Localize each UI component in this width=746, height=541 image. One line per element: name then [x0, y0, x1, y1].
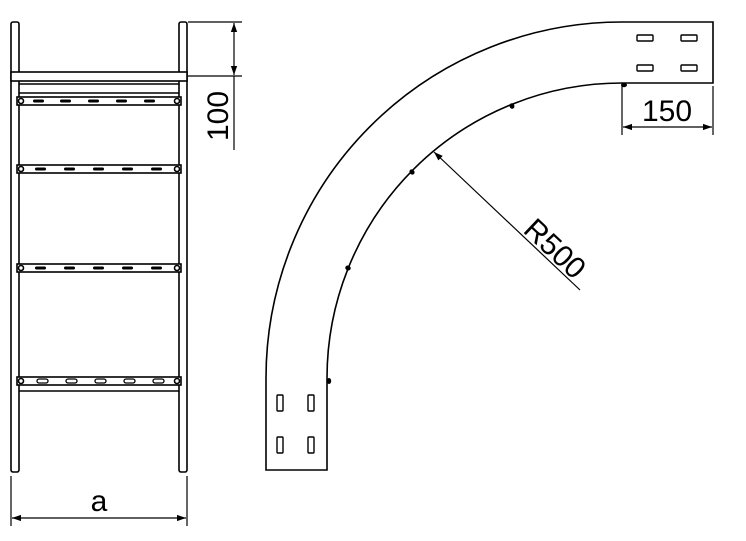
ladder-rung [16, 263, 182, 273]
radius-dimension [433, 151, 581, 291]
ladder-rung [16, 164, 182, 174]
flange-slots-top [636, 34, 698, 72]
ladder-rung [16, 92, 182, 106]
flange-dimension [621, 86, 714, 135]
bend-outline [265, 21, 714, 471]
height-dimension [188, 21, 242, 150]
inner-arc-rivets [326, 82, 627, 384]
height-label: 100 [202, 91, 235, 141]
ladder-view [10, 21, 188, 473]
ladder-right-rail [178, 21, 188, 473]
ladder-left-rail [10, 21, 20, 473]
width-label: a [91, 485, 108, 518]
ladder-top-plate [10, 71, 188, 82]
bend-view [265, 21, 714, 471]
radius-label: R500 [517, 212, 592, 285]
flange-label: 150 [642, 95, 692, 128]
flange-slots-bottom [276, 394, 315, 454]
width-dimension [10, 476, 188, 526]
ladder-rung [16, 376, 182, 386]
